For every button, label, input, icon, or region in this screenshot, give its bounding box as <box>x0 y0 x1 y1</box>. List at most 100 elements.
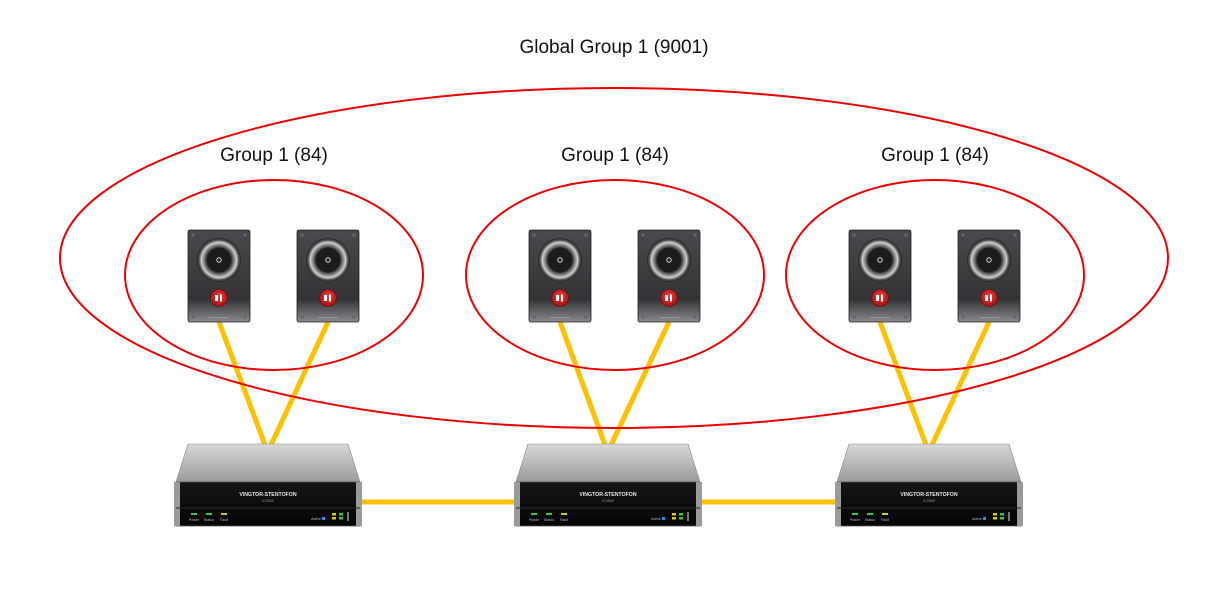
active-led-icon <box>983 517 986 520</box>
screw-icon <box>1013 315 1017 319</box>
led-label: Status <box>544 518 554 522</box>
intercom-station[interactable] <box>296 229 360 323</box>
screw-icon <box>243 233 247 237</box>
call-button-icon <box>215 294 222 302</box>
call-button[interactable] <box>871 289 889 307</box>
ethernet-led-icon <box>332 517 336 520</box>
group-outline <box>785 179 1085 371</box>
server-front-panel <box>515 481 701 527</box>
ethernet-port-icon[interactable] <box>687 512 689 521</box>
screw-icon <box>904 233 908 237</box>
screw-icon <box>532 315 536 319</box>
cables-layer <box>216 320 992 505</box>
led-label: Status <box>865 518 875 522</box>
speaker-center <box>548 248 572 272</box>
station-cable <box>608 320 672 447</box>
status-led-icon <box>206 513 212 515</box>
station-cable <box>557 321 608 446</box>
call-button-icon <box>876 294 883 302</box>
intercom-station[interactable] <box>187 229 251 323</box>
server-side-left <box>835 482 841 526</box>
intercom-station[interactable] <box>528 229 592 323</box>
call-button[interactable] <box>980 289 998 307</box>
call-button-icon <box>985 294 992 302</box>
screw-icon <box>532 233 536 237</box>
call-button[interactable] <box>319 289 337 307</box>
fault-led-icon <box>882 513 888 515</box>
screw-icon <box>1013 233 1017 237</box>
ethernet-led-icon <box>993 517 997 520</box>
call-button[interactable] <box>551 289 569 307</box>
ethernet-led-icon <box>1000 517 1004 520</box>
ethernet-led-icon <box>672 517 676 520</box>
server-brand: VINGTOR-STENTOFON <box>900 492 957 498</box>
speaker-center <box>207 248 231 272</box>
group-outline <box>124 179 424 371</box>
screw-icon <box>191 233 195 237</box>
call-button-icon <box>324 294 331 302</box>
ethernet-led-icon <box>339 513 343 516</box>
intercom-station[interactable] <box>957 229 1021 323</box>
call-button[interactable] <box>660 289 678 307</box>
ethernet-led-icon <box>679 517 683 520</box>
speaker-center <box>657 248 681 272</box>
speaker-center <box>868 248 892 272</box>
active-led-icon <box>322 517 325 520</box>
group-3: Group 1 (84) <box>785 145 1085 371</box>
group-label: Group 1 (84) <box>561 145 669 166</box>
station-cable <box>929 320 992 447</box>
status-led-icon <box>546 513 552 515</box>
power-led-icon <box>531 513 537 515</box>
call-button[interactable] <box>210 289 228 307</box>
microphone-icon <box>877 257 883 263</box>
intercom-station[interactable] <box>848 229 912 323</box>
group-2: Group 1 (84) <box>465 145 765 371</box>
screw-icon <box>584 233 588 237</box>
server-side-left <box>174 482 180 526</box>
fault-led-icon <box>221 513 227 515</box>
server-brand: VINGTOR-STENTOFON <box>239 492 296 498</box>
speaker-center <box>977 248 1001 272</box>
call-button-icon <box>556 294 563 302</box>
led-label: Status <box>204 518 214 522</box>
led-label: Power <box>529 518 540 522</box>
station-brand-strip <box>979 317 999 318</box>
group-outline <box>465 179 765 371</box>
station-brand-strip <box>870 317 890 318</box>
screw-icon <box>693 315 697 319</box>
screw-icon <box>300 233 304 237</box>
group-label: Group 1 (84) <box>881 145 989 166</box>
screw-icon <box>352 315 356 319</box>
ethernet-led-icon <box>332 513 336 516</box>
screw-icon <box>852 315 856 319</box>
screw-icon <box>300 315 304 319</box>
led-label: Fault <box>220 518 228 522</box>
screw-icon <box>693 233 697 237</box>
active-led-icon <box>662 517 665 520</box>
station-brand-strip <box>318 317 338 318</box>
server-top <box>175 443 361 483</box>
group-label: Group 1 (84) <box>220 145 328 166</box>
ethernet-port-icon[interactable] <box>1008 512 1010 521</box>
server-top <box>515 443 701 483</box>
intercom-station[interactable] <box>637 229 701 323</box>
port-label: Active <box>972 517 982 521</box>
server-model: ICX500 <box>262 499 274 503</box>
screw-icon <box>961 315 965 319</box>
port-label: Active <box>651 517 661 521</box>
ethernet-led-icon <box>679 513 683 516</box>
station-cable <box>268 320 331 447</box>
port-label: Active <box>311 517 321 521</box>
screw-icon <box>961 233 965 237</box>
power-led-icon <box>191 513 197 515</box>
station-brand-strip <box>550 317 570 318</box>
screw-icon <box>243 315 247 319</box>
fault-led-icon <box>561 513 567 515</box>
ethernet-port-icon[interactable] <box>347 512 349 521</box>
ethernet-led-icon <box>672 513 676 516</box>
server-top <box>836 443 1022 483</box>
